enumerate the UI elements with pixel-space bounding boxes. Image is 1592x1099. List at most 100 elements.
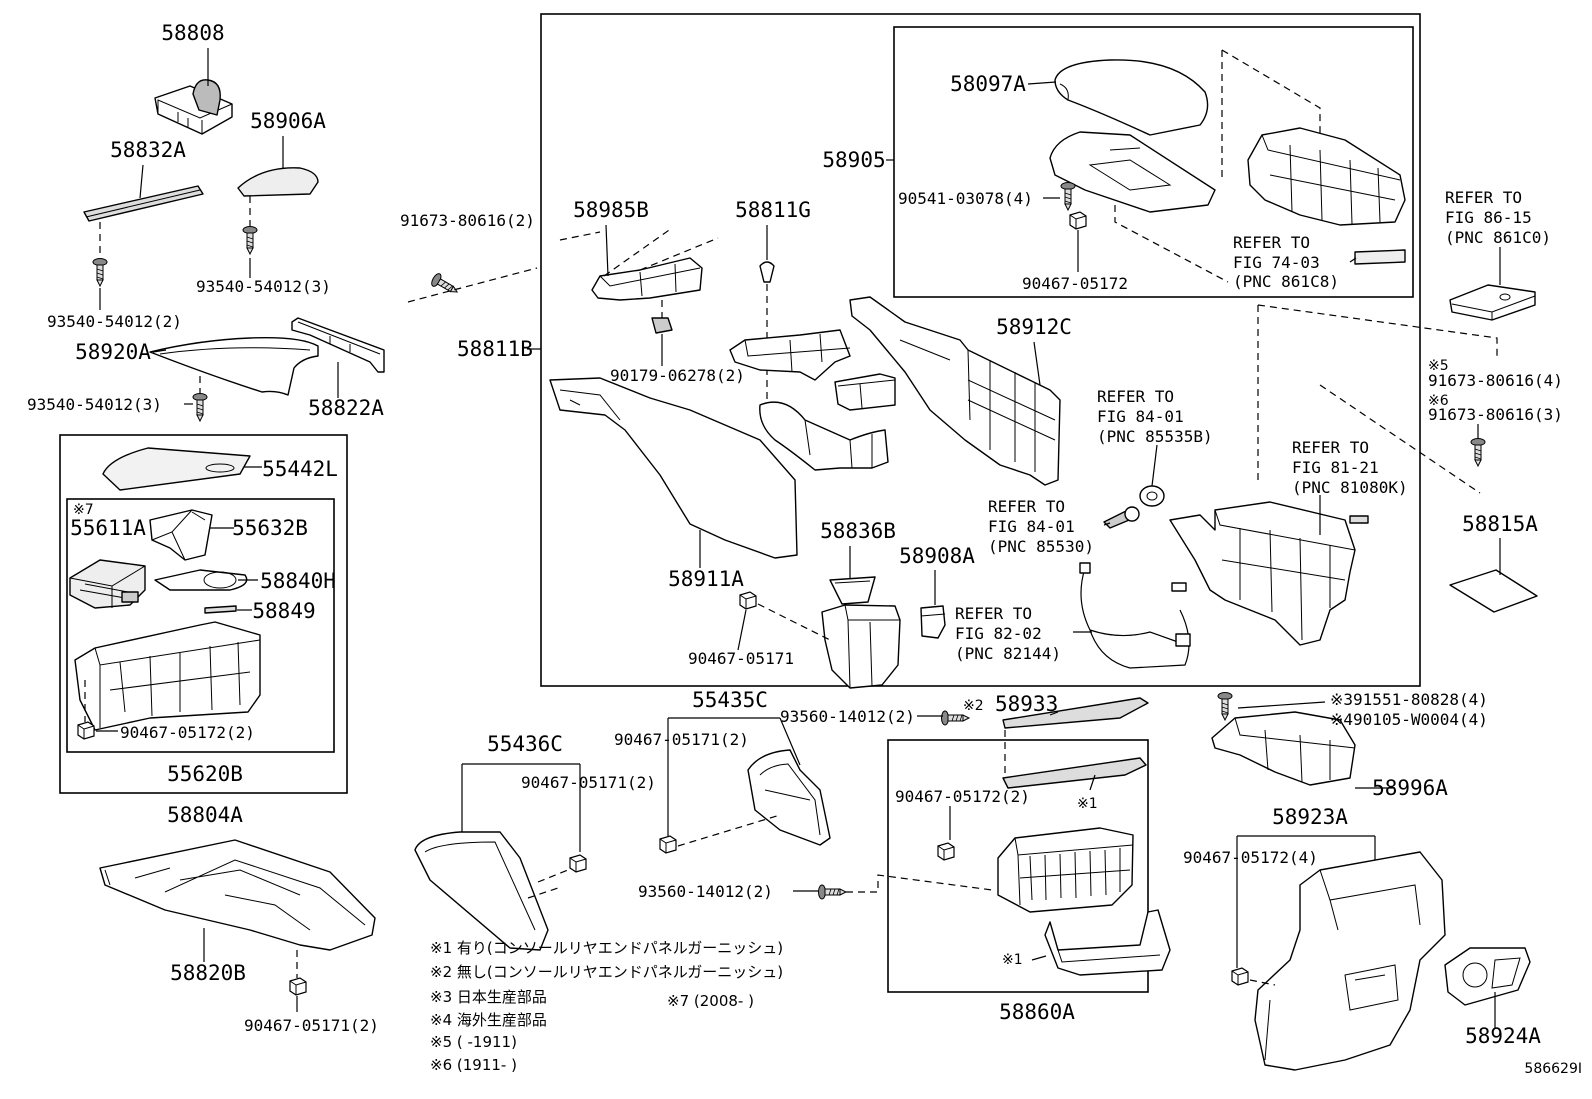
part-label: 93560-14012(2)	[780, 707, 915, 726]
left-console-box-frame	[59, 434, 348, 794]
refer-to-note: REFER TO FIG 82-02 (PNC 82144)	[955, 604, 1061, 663]
register-box-frame	[887, 739, 1149, 993]
refer-to-note: REFER TO FIG 84-01 (PNC 85530)	[988, 497, 1094, 556]
clip-icon	[739, 591, 757, 610]
part-label: 58811B	[457, 337, 533, 361]
nut-90179	[651, 317, 673, 334]
footnote: ※5 ( -1911)	[430, 1033, 517, 1051]
part-label: 58905	[822, 148, 885, 172]
rear-panel-58923A	[1254, 851, 1446, 1071]
part-label: 58924A	[1465, 1024, 1541, 1048]
clip-icon	[659, 835, 677, 854]
note-marker: ※6	[1428, 393, 1449, 409]
bezel-58924A	[1444, 947, 1531, 1006]
part-label: 58911A	[668, 567, 744, 591]
clip-icon	[289, 977, 307, 996]
pad-81080K	[1349, 515, 1369, 524]
frame-58820B	[99, 839, 376, 951]
part-label: 90467-05172(4)	[1183, 848, 1318, 867]
part-label: 58920A	[75, 340, 151, 364]
plate-861C0	[1449, 284, 1536, 321]
figure-id: 586629I	[1524, 1061, 1582, 1077]
box-under-cup	[821, 604, 901, 689]
bracket-58996A	[1211, 711, 1356, 786]
part-label: 93540-54012(3)	[196, 277, 331, 296]
trim-note-1	[1044, 909, 1171, 976]
part-label: 90179-06278(2)	[610, 366, 745, 385]
part-label: 90467-05171(2)	[244, 1016, 379, 1035]
footnote: ※3 日本生産部品	[430, 988, 547, 1006]
screw-icon	[192, 393, 208, 422]
screw-icon	[1060, 182, 1076, 211]
console-body	[1169, 501, 1356, 646]
clip-icon	[937, 842, 955, 861]
part-label: 58908A	[899, 544, 975, 568]
part-label: 93560-14012(2)	[638, 882, 773, 901]
part-label: 58811G	[735, 198, 811, 222]
pad-55442L	[102, 447, 251, 491]
mat-58815A	[1449, 569, 1538, 613]
side-panel-58911A	[549, 377, 798, 559]
part-label: 90467-05171(2)	[521, 773, 656, 792]
part-label: 91673-80616(4)	[1428, 371, 1563, 390]
strip-58849	[204, 605, 237, 614]
holder-55632B	[149, 509, 213, 561]
part-label: 58808	[161, 21, 224, 45]
part-label: 58933	[995, 692, 1058, 716]
screw-icon	[429, 271, 462, 299]
panel-55435C	[747, 749, 831, 846]
screw-icon	[1470, 438, 1486, 467]
note-marker: ※2	[963, 698, 984, 714]
pad-861C8	[1354, 249, 1406, 265]
shift-bezel-58808	[154, 79, 233, 135]
screw-icon	[92, 258, 108, 287]
part-label: 55632B	[232, 516, 308, 540]
part-label: 90541-03078(4)	[898, 189, 1033, 208]
footnote: ※7 (2008- )	[667, 992, 754, 1010]
part-label: 91673-80616(2)	[400, 211, 535, 230]
part-label: 58822A	[308, 396, 384, 420]
clip-58908A	[920, 605, 946, 639]
clip-icon	[569, 854, 587, 873]
cover-58906A	[237, 167, 319, 197]
refer-to-note: REFER TO FIG 86-15 (PNC 861C0)	[1445, 188, 1551, 247]
inner-lid-58905	[1049, 131, 1216, 213]
bracket-small	[834, 373, 896, 411]
part-label: 58097A	[950, 72, 1026, 96]
part-label: 55620B	[167, 762, 243, 786]
part-label: 93540-54012(2)	[47, 312, 182, 331]
part-label: 55442L	[262, 457, 338, 481]
part-label: 90467-05171(2)	[614, 730, 749, 749]
center-assembly-frame	[540, 13, 1421, 687]
part-label: 55611A	[70, 516, 146, 540]
strip-58933	[1002, 697, 1149, 729]
part-label: 93540-54012(3)	[27, 395, 162, 414]
note-marker: ※1	[1002, 952, 1023, 968]
part-label: 58985B	[573, 198, 649, 222]
module-55611A	[69, 559, 146, 609]
part-label: ※490105-W0004(4)	[1330, 710, 1488, 729]
tray-55620B	[74, 621, 261, 731]
note-marker: ※1	[1077, 796, 1098, 812]
part-label: 55435C	[692, 688, 768, 712]
part-label: 58804A	[167, 803, 243, 827]
note-marker: ※5	[1428, 358, 1449, 374]
part-label: 90467-05172	[1022, 274, 1128, 293]
screw-icon	[1217, 692, 1233, 721]
refer-to-note: REFER TO FIG 74-03 (PNC 861C8)	[1233, 233, 1339, 291]
plug-85530	[1103, 506, 1140, 529]
armrest-box-frame	[893, 26, 1414, 298]
side-panel-58912C	[849, 296, 1061, 486]
part-label: 91673-80616(3)	[1428, 405, 1563, 424]
duct	[759, 401, 889, 471]
note-marker: ※7	[73, 502, 94, 518]
footnote: ※4 海外生産部品	[430, 1011, 547, 1029]
clip-icon	[1231, 967, 1249, 986]
bracket-58985B	[591, 257, 703, 301]
strip-58822A	[291, 317, 385, 373]
clip-58811G	[759, 261, 775, 283]
part-label: 58912C	[996, 315, 1072, 339]
bracket-861C8	[1247, 127, 1406, 226]
strip-note-1	[1002, 757, 1147, 789]
